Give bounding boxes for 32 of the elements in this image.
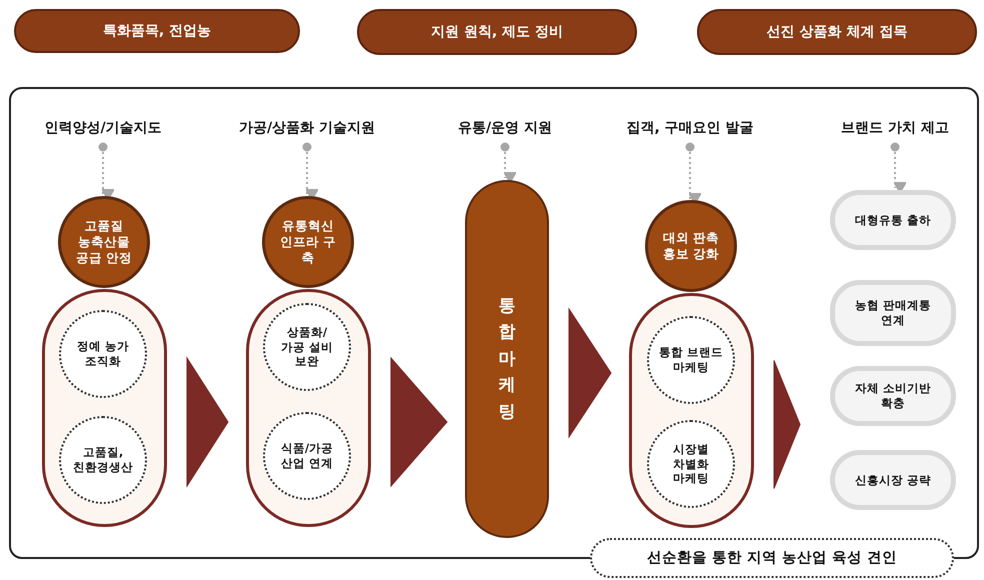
node-text: 통합마케팅 (498, 295, 516, 424)
node-text: 지원 원칙, 제도 정비 (431, 22, 563, 42)
node-text: 상품화/가공 설비 보완 (280, 324, 334, 370)
node-text: 자체 소비기반 확충 (854, 381, 932, 411)
chevron-arrow (186, 356, 229, 488)
node-text: 선순환을 통한 지역 농산업 육성 견인 (646, 548, 898, 568)
banner-pill (697, 9, 977, 55)
chevron-arrow (568, 307, 612, 439)
node-text: 고품질 농축산물 공급 안정 (74, 218, 134, 266)
node-text: 식품/가공 산업 연계 (280, 441, 334, 471)
chevron-arrow (390, 356, 448, 488)
node-text: 고품질, 친환경생산 (72, 445, 134, 475)
column-heading: 가공/상품화 기술지원 (212, 116, 402, 140)
column-heading: 유통/운영 지원 (430, 116, 580, 140)
node-text: 정예 농가 조직화 (76, 339, 130, 369)
banner-pill (357, 9, 637, 55)
node-text: 시장별 차별화 마케팅 (672, 442, 710, 486)
chevron-arrow (774, 360, 801, 489)
column-heading: 브랜드 가치 제고 (810, 116, 980, 140)
node-text: 유통혁신 인프라 구 축 (278, 218, 338, 266)
node-text: 통합 브랜드 마케팅 (658, 345, 724, 375)
node-text: 대형유통 출하 (854, 212, 932, 228)
dotted-circle (263, 303, 351, 391)
column-heading: 집객, 구매요인 발굴 (600, 116, 780, 140)
node-text: 신흥시장 공략 (854, 472, 932, 488)
banner-pill (14, 9, 300, 53)
node-text: 선진 상품화 체계 접목 (766, 22, 908, 42)
node-text: 특화품목, 전업농 (102, 22, 212, 40)
outcome-pill (830, 280, 956, 346)
node-text: 대외 판촉 홍보 강화 (662, 230, 720, 262)
node-text: 농협 판매계통 연계 (854, 298, 932, 328)
column-heading: 인력양성/기술지도 (18, 116, 188, 140)
